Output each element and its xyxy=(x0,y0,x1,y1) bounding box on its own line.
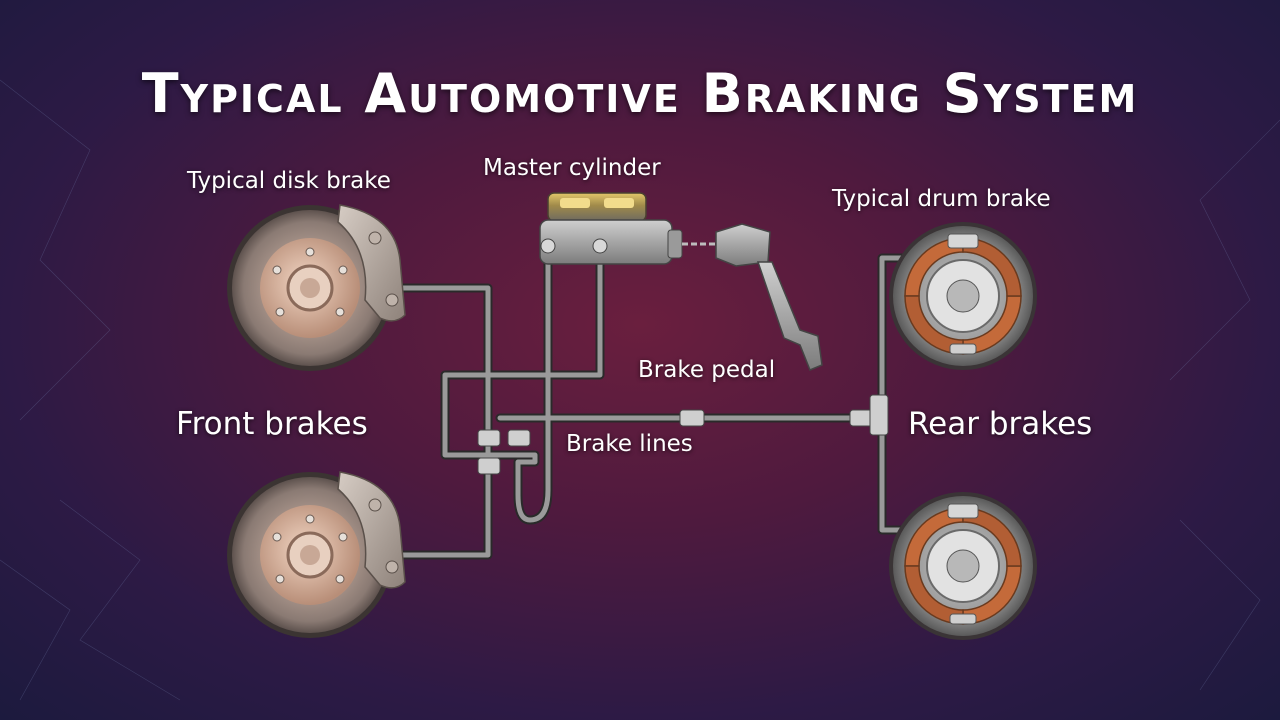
diagram-title: Typical Automotive Braking System xyxy=(141,62,1139,125)
label-rear-brakes: Rear brakes xyxy=(908,406,1093,442)
label-disk-brake: Typical disk brake xyxy=(187,168,391,194)
label-brake-lines: Brake lines xyxy=(566,431,693,457)
disk-brake-front-right-icon xyxy=(227,471,406,638)
label-master-cylinder: Master cylinder xyxy=(483,155,661,181)
master-cylinder-icon xyxy=(539,192,716,265)
brake-lines xyxy=(390,245,910,560)
label-drum-brake: Typical drum brake xyxy=(832,186,1051,212)
background-texture xyxy=(0,79,1280,701)
disk-brake-front-left-icon xyxy=(227,204,406,371)
drum-brake-rear-left-icon xyxy=(889,222,1037,370)
label-front-brakes: Front brakes xyxy=(176,406,368,442)
brake-pedal-icon xyxy=(715,223,823,371)
label-brake-pedal: Brake pedal xyxy=(638,357,776,383)
drum-brake-rear-right-icon xyxy=(889,492,1037,640)
